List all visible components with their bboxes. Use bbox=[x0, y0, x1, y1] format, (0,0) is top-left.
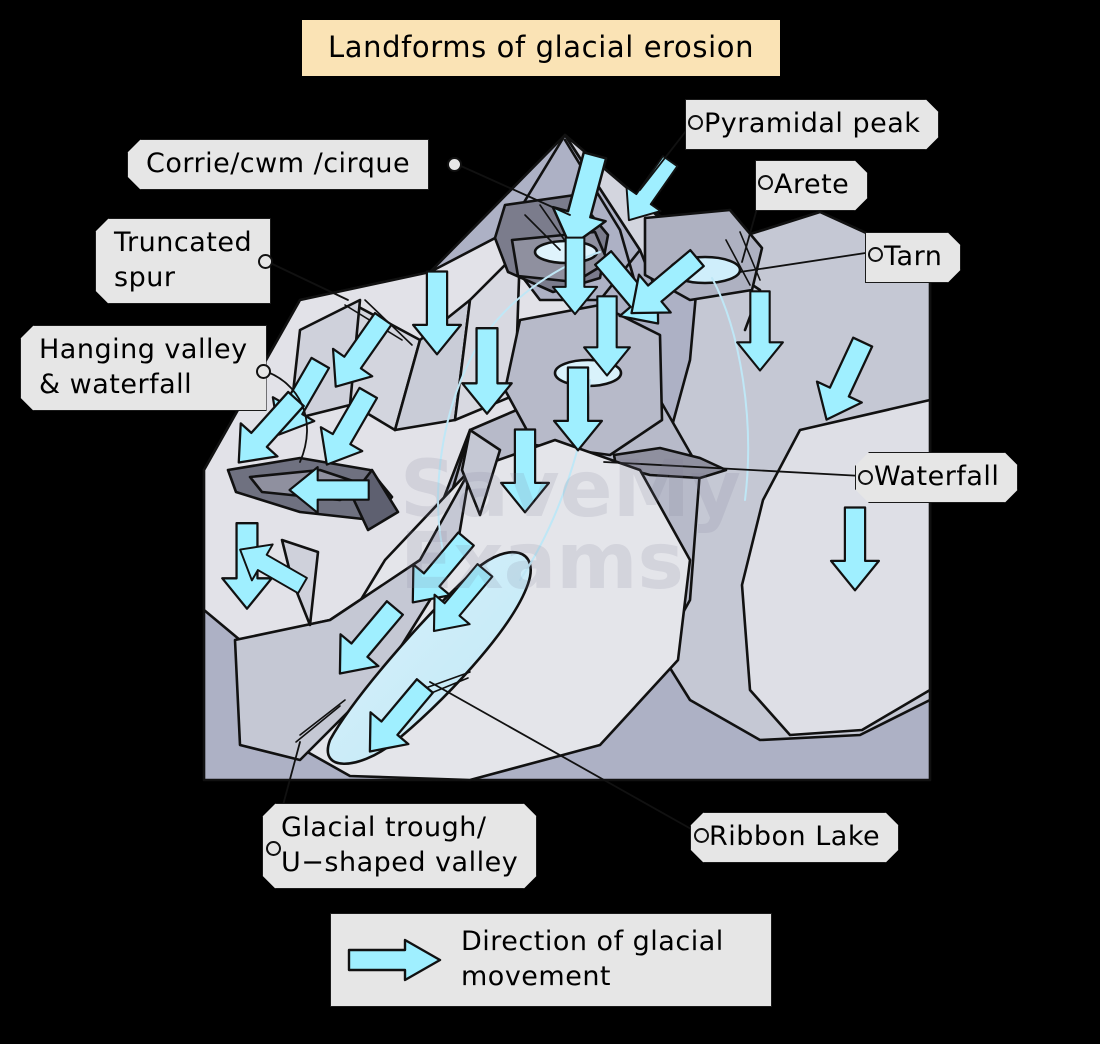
legend: Direction of glacial movement bbox=[330, 913, 772, 1007]
marker-pyramidal-peak bbox=[688, 115, 703, 130]
marker-ribbon-lake bbox=[694, 828, 709, 843]
label-truncated-spur[interactable]: Truncated spur bbox=[95, 218, 271, 304]
leader-ribbon-lake bbox=[429, 681, 701, 835]
marker-glacial-trough bbox=[266, 841, 281, 856]
marker-corrie bbox=[447, 157, 462, 172]
label-hanging-valley-waterfall[interactable]: Hanging valley & waterfall bbox=[20, 325, 267, 411]
leader-truncated-spur bbox=[263, 259, 349, 301]
marker-waterfall bbox=[858, 470, 873, 485]
marker-truncated-spur bbox=[258, 254, 273, 269]
leader-corrie bbox=[451, 161, 571, 216]
leader-tarn bbox=[739, 251, 873, 273]
arrow-right-icon bbox=[347, 938, 442, 982]
label-pyramidal-peak[interactable]: Pyramidal peak bbox=[685, 99, 939, 150]
label-ribbon-lake[interactable]: Ribbon Lake bbox=[690, 812, 899, 863]
label-corrie-cwm-cirque[interactable]: Corrie/cwm /cirque bbox=[127, 139, 429, 190]
spur-fin-1 bbox=[460, 428, 502, 517]
marker-arete bbox=[758, 175, 773, 190]
label-glacial-trough[interactable]: Glacial trough/ U−shaped valley bbox=[262, 803, 537, 889]
label-arete[interactable]: Arete bbox=[755, 160, 868, 211]
marker-tarn bbox=[868, 247, 883, 262]
leader-hanging-valley bbox=[261, 369, 308, 463]
leader-waterfall bbox=[603, 461, 863, 477]
legend-label: Direction of glacial movement bbox=[461, 926, 724, 992]
marker-hanging-valley bbox=[256, 364, 271, 379]
leader-pyramidal-peak bbox=[639, 121, 694, 191]
page-title: Landforms of glacial erosion bbox=[302, 20, 781, 76]
ribbon-lake bbox=[326, 551, 532, 765]
label-waterfall[interactable]: Waterfall bbox=[855, 452, 1018, 503]
